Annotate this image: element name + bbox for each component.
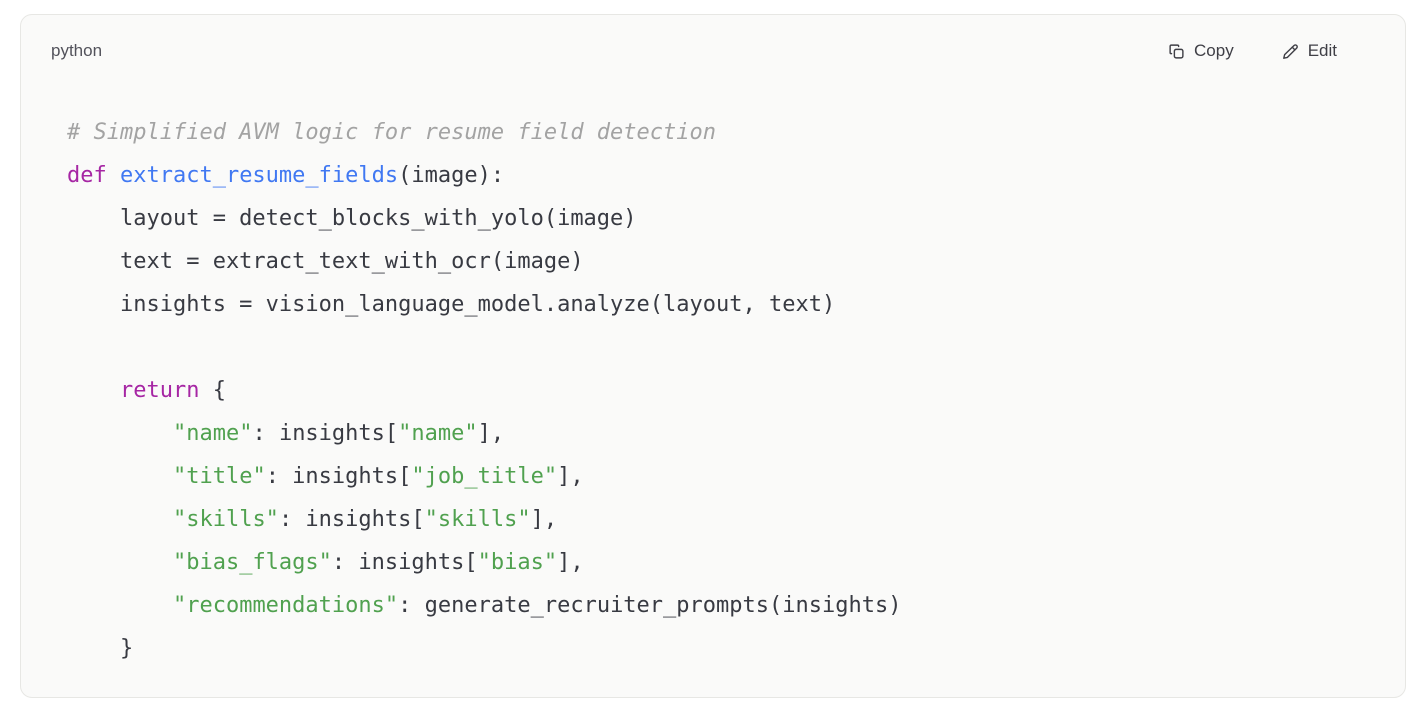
code-block-card: python Copy Edit bbox=[20, 14, 1406, 698]
copy-button[interactable]: Copy bbox=[1168, 41, 1234, 61]
code-line: text = extract_text_with_ocr(image) bbox=[67, 249, 584, 274]
code-content: # Simplified AVM logic for resume field … bbox=[21, 61, 1405, 670]
edit-button-label: Edit bbox=[1307, 41, 1337, 60]
code-line: "skills": insights["skills"], bbox=[172, 507, 558, 532]
code-line: "title": insights["job_title"], bbox=[172, 464, 584, 489]
copy-button-label: Copy bbox=[1194, 41, 1234, 60]
code-line: def extract_resume_fields(image): bbox=[67, 163, 505, 188]
code-line: return { bbox=[119, 378, 226, 403]
code-block-actions: Copy Edit bbox=[1168, 41, 1373, 61]
language-label: python bbox=[51, 41, 103, 60]
code-line: # Simplified AVM logic for resume field … bbox=[67, 120, 717, 145]
edit-pencil-icon bbox=[1282, 43, 1299, 60]
code-line bbox=[67, 326, 1359, 369]
code-line: "bias_flags": insights["bias"], bbox=[172, 550, 584, 575]
edit-button[interactable]: Edit bbox=[1282, 41, 1337, 61]
code-block-header: python Copy Edit bbox=[21, 15, 1405, 61]
code-line: "recommendations": generate_recruiter_pr… bbox=[172, 593, 902, 618]
code-line: "name": insights["name"], bbox=[172, 421, 505, 446]
code-line: } bbox=[67, 636, 134, 661]
copy-icon bbox=[1168, 43, 1185, 60]
code-line: layout = detect_blocks_with_yolo(image) bbox=[67, 206, 637, 231]
code-line: insights = vision_language_model.analyze… bbox=[67, 292, 836, 317]
